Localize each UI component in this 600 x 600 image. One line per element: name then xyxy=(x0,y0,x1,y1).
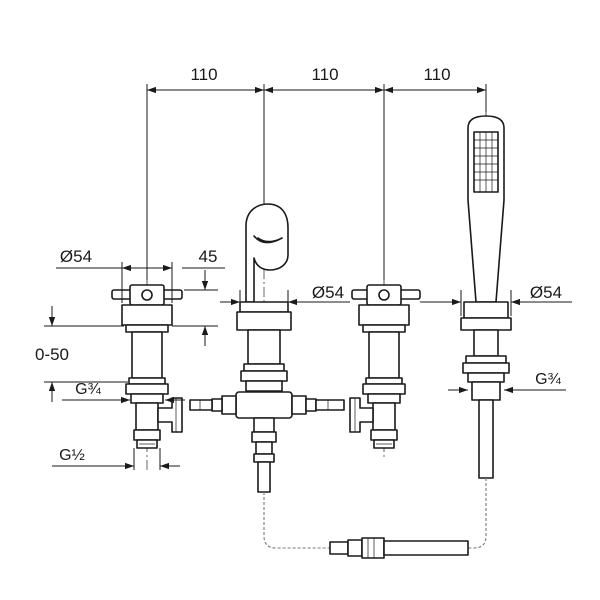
deck-thickness-label: 0-50 xyxy=(35,345,69,364)
left-valve-thread-label: G¾ xyxy=(75,381,101,398)
left-valve-height-label: 45 xyxy=(199,247,218,266)
left-valve-dimensions: Ø54 45 0-50 G¾ G½ xyxy=(35,247,225,470)
spacing-label-3: 110 xyxy=(423,65,450,84)
flexible-hose xyxy=(263,478,487,559)
right-valve xyxy=(349,280,421,460)
spacing-label-1: 110 xyxy=(190,65,217,84)
spacing-dimension: 110 110 110 xyxy=(146,65,487,290)
hand-shower xyxy=(460,112,512,480)
mixer-dimensions: Ø54 xyxy=(220,283,350,310)
left-valve xyxy=(111,280,183,470)
shower-thread-label: G¾ xyxy=(535,371,561,388)
left-valve-diameter-label: Ø54 xyxy=(60,247,92,266)
mixer-diameter-label: Ø54 xyxy=(312,283,344,302)
center-mixer xyxy=(189,203,345,500)
left-valve-connection-label: G½ xyxy=(59,447,85,464)
spacing-label-2: 110 xyxy=(311,65,338,84)
right-dimensions: Ø54 G¾ xyxy=(420,283,572,394)
right-valve-diameter-label: Ø54 xyxy=(530,283,562,302)
